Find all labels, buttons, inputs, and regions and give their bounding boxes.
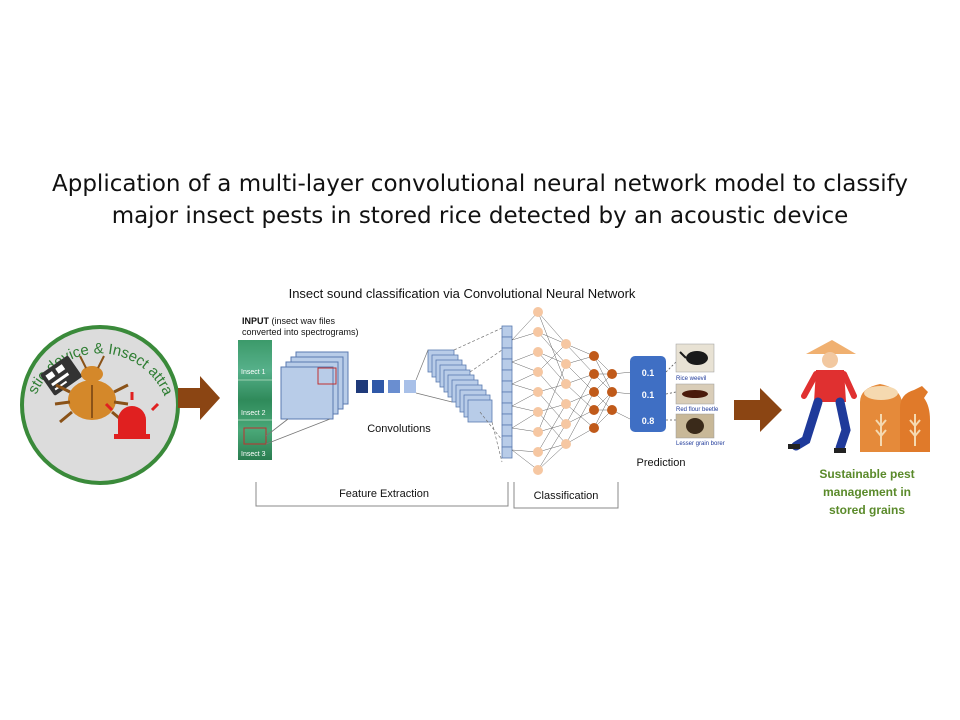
conv-block-4 [404,380,416,393]
spectrogram [238,340,272,460]
figure-title: Application of a multi-layer convolution… [0,168,960,232]
prediction-box [630,356,666,432]
conv-block-1 [356,380,368,393]
arrow-device-to-cnn [178,376,220,420]
beetle-icon [54,355,129,424]
grain-sacks-icon [860,384,930,452]
alarm-icon [104,392,160,439]
flatten-column [501,325,513,459]
hidden-layer-3 [589,351,599,433]
classification-label: Classification [534,490,599,502]
cnn-panel: Insect sound classification via Convolut… [238,286,725,509]
feature-map-stack [280,351,349,420]
hidden-layer-1 [533,307,543,475]
title-line-1: Application of a multi-layer convolution… [52,171,908,197]
arrow-cnn-to-outcome [734,388,782,432]
conv-block-3 [388,380,400,393]
input-label: INPUT (insect wav files [242,316,336,326]
deep-feature-stack [427,349,493,423]
red-flour-beetle-label: Red flour beetle [676,407,719,413]
rice-weevil-label: Rice weevil [676,376,706,382]
insect-1-label: Insect 1 [241,369,266,376]
lesser-grain-borer-label: Lesser grain borer [676,441,725,447]
input-label-line2: converted into spectrograms) [242,327,359,337]
farmer-icon [788,340,857,453]
convolutions-label: Convolutions [367,423,431,435]
hidden-layer-4 [607,369,617,415]
title-line-2: major insect pests in stored rice detect… [111,203,849,229]
prediction-value-1: 0.1 [642,368,655,378]
circuit-board-icon [40,355,82,396]
conv-block-2 [372,380,384,393]
insect-3-label: Insect 3 [241,451,266,458]
prediction-label: Prediction [637,457,686,469]
cnn-heading: Insect sound classification via Convolut… [289,286,636,301]
classification-bracket [513,482,619,509]
outcome-line-1: Sustainable pest [819,467,914,481]
outcome-line-2: management in [823,485,911,499]
hidden-layer-2 [561,339,571,449]
insect-2-label: Insect 2 [241,410,266,417]
outcome-line-3: stored grains [829,503,905,517]
feature-extraction-label: Feature Extraction [339,488,429,500]
prediction-value-3: 0.8 [642,416,655,426]
acoustic-device-panel: Acoustic device & Insect attractant [0,0,180,485]
prediction-value-2: 0.1 [642,390,655,400]
feature-extraction-bracket [255,482,509,507]
